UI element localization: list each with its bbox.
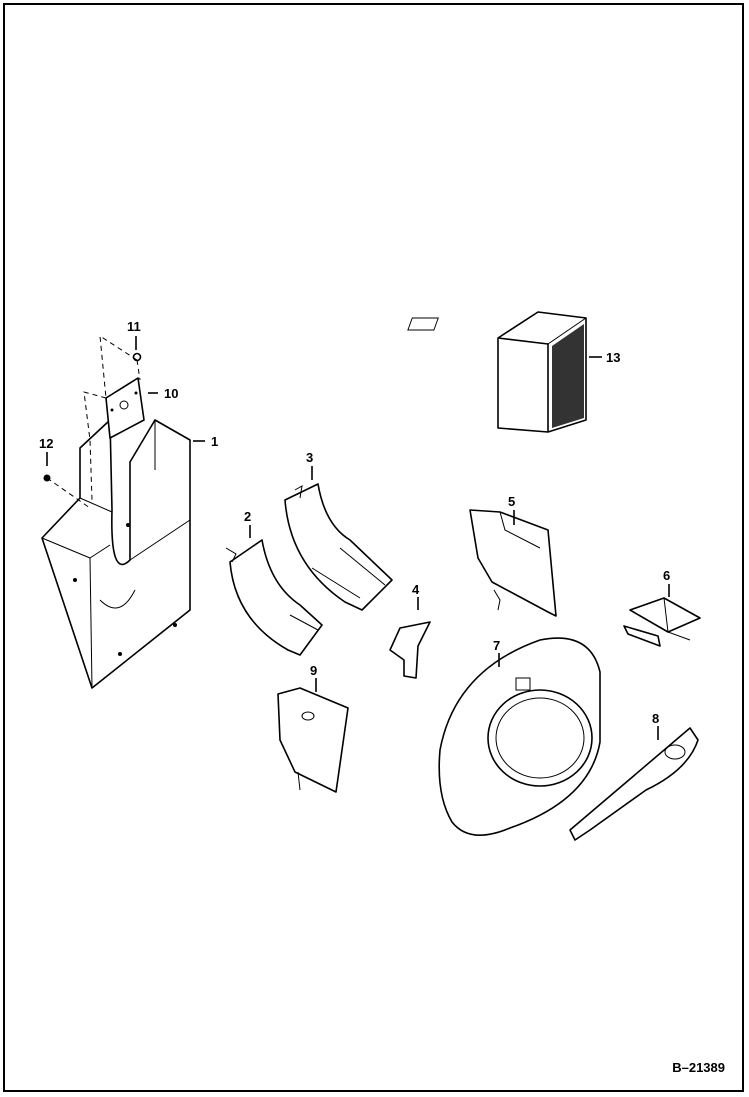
alignment-lines <box>46 335 141 509</box>
callout-10: 10 <box>164 386 178 401</box>
callout-13: 13 <box>606 350 620 365</box>
callout-labels: 1 2 3 4 5 6 7 8 9 10 11 12 13 <box>39 319 670 726</box>
callout-1: 1 <box>211 434 218 449</box>
callout-12: 12 <box>39 436 53 451</box>
callout-4: 4 <box>412 582 420 597</box>
callout-3: 3 <box>306 450 313 465</box>
diagram-border <box>3 3 744 1092</box>
part-9-panel <box>277 687 349 793</box>
part-13-box <box>407 311 587 433</box>
part-6-clip <box>623 597 701 647</box>
part-3-panel <box>284 483 393 611</box>
part-4-bracket <box>389 621 431 679</box>
part-5-panel <box>469 509 557 617</box>
callout-9: 9 <box>310 663 317 678</box>
callout-8: 8 <box>652 711 659 726</box>
part-10-bracket <box>105 377 145 439</box>
callout-11: 11 <box>127 319 141 334</box>
part-7-fan-shroud <box>438 637 601 837</box>
part-8-panel <box>569 727 699 841</box>
leader-lines <box>46 336 670 740</box>
callout-2: 2 <box>244 509 251 524</box>
callout-7: 7 <box>493 638 500 653</box>
callout-5: 5 <box>508 494 515 509</box>
reference-code: B–21389 <box>672 1060 725 1075</box>
part-1-shroud <box>41 419 191 689</box>
part-2-panel <box>225 539 323 656</box>
callout-6: 6 <box>663 568 670 583</box>
